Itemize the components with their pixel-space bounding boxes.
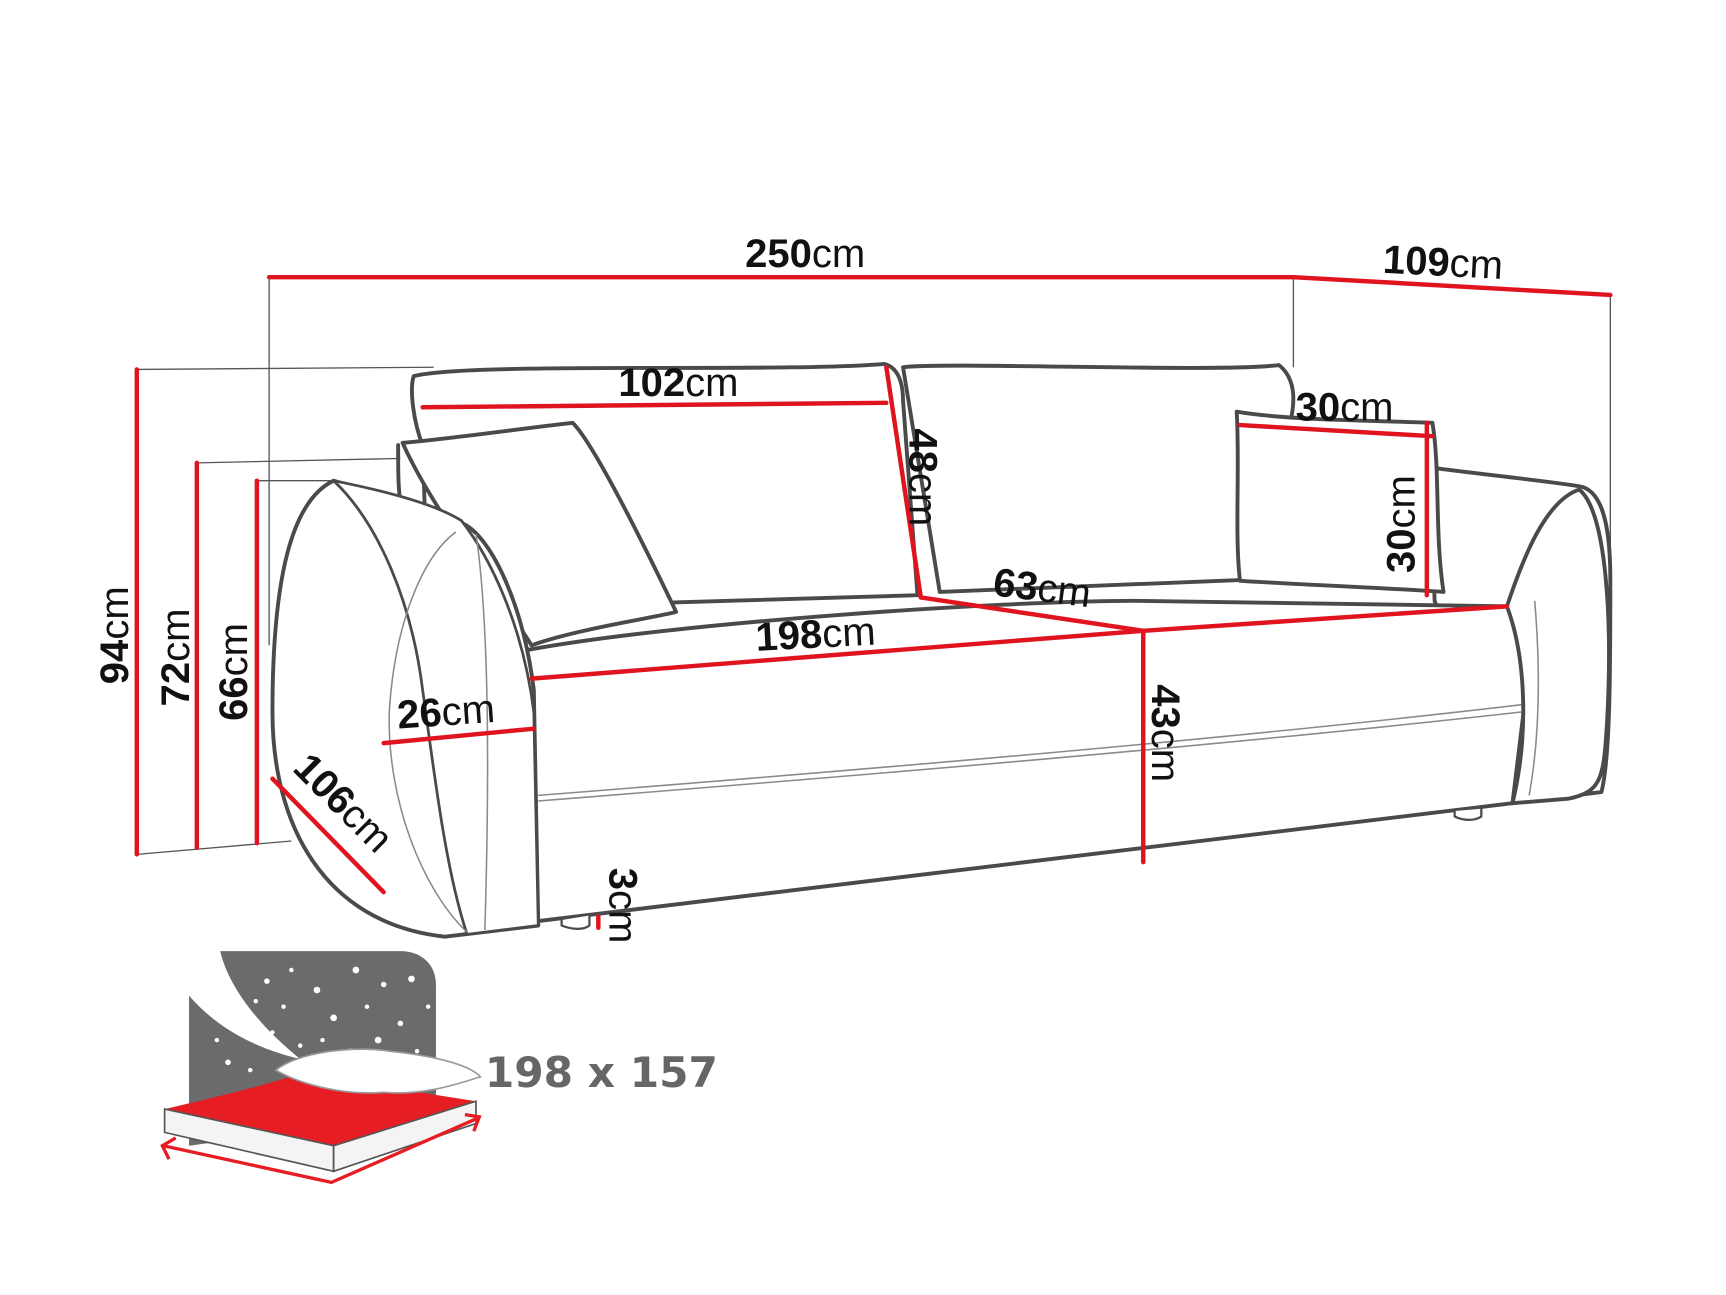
dim-line-seat-depth (918, 595, 1146, 634)
dim-line-seat-width (529, 628, 1146, 681)
bed-icon (160, 951, 482, 1185)
label-depth: 109cm (1382, 238, 1504, 288)
sleeping-area-size: 198 x 157 (485, 1048, 718, 1097)
label-pillow-width: 30cm (1296, 386, 1394, 430)
dimension-lines (134, 274, 1613, 930)
label-cushion-width: 102cm (618, 361, 738, 405)
sofa-outline (270, 361, 1613, 939)
dim-line-armrest-width (381, 726, 537, 746)
dim-line-armrest-depth (270, 776, 386, 895)
label-cushion-height: 48cm (901, 428, 945, 526)
dimension-labels: 250cm 109cm 94cm 72cm 66cm 102cm 48cm 30… (93, 232, 1504, 943)
extension-lines (136, 277, 1612, 856)
dim-line-cushion-width (420, 400, 889, 410)
dim-line-depth (1291, 274, 1613, 298)
label-armrest-height: 72cm (154, 609, 198, 707)
label-leg-height: 3cm (600, 868, 644, 944)
label-seat-height: 43cm (1143, 684, 1187, 782)
label-armrest-width: 26cm (396, 687, 497, 738)
label-seat-width: 198cm (754, 610, 876, 660)
dim-line-pillow-width (1237, 422, 1435, 439)
label-total-width: 250cm (745, 232, 865, 276)
label-pillow-height: 30cm (1380, 475, 1424, 573)
dim-line-cushion-height (884, 365, 924, 600)
label-side-height: 66cm (212, 623, 256, 721)
label-seat-depth: 63cm (991, 560, 1093, 616)
label-total-height: 94cm (93, 586, 137, 684)
